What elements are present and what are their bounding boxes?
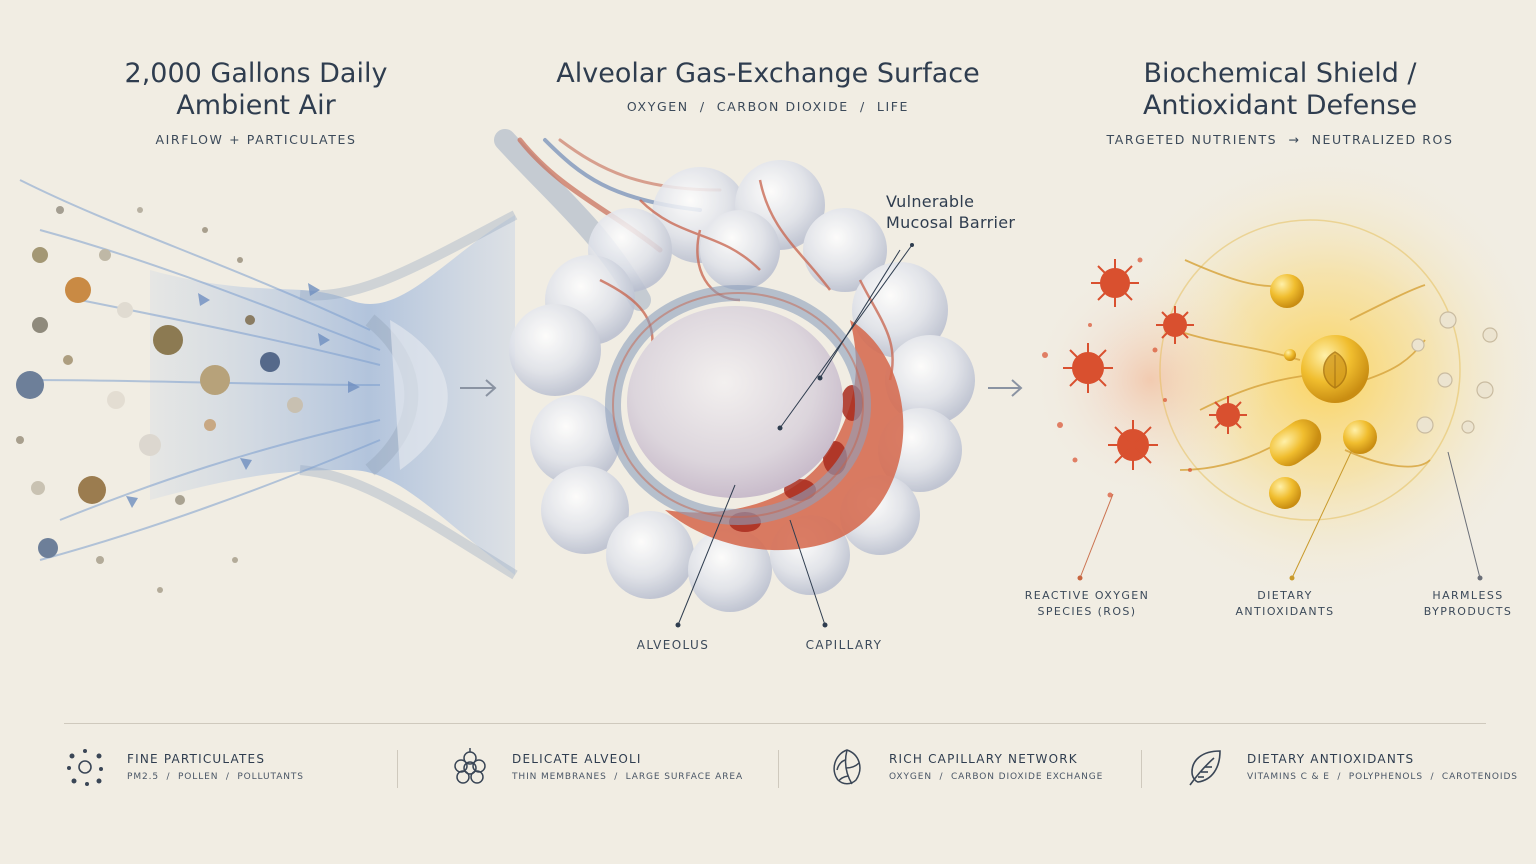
particles-icon xyxy=(67,749,103,786)
airflow-title-line1: 2,000 Gallons Daily xyxy=(124,58,388,89)
leaf-icon xyxy=(1189,750,1221,786)
airflow-panel-art xyxy=(16,179,518,593)
footer-title: RICH CAPILLARY NETWORK xyxy=(889,752,1078,766)
footer-subtitle: PM2.5 / POLLEN / POLLUTANTS xyxy=(127,772,304,782)
callout-ros: REACTIVE OXYGEN SPECIES (ROS) xyxy=(1012,588,1162,620)
particulate-cluster xyxy=(16,206,303,593)
callout-mucosal-barrier: Vulnerable Mucosal Barrier xyxy=(886,191,1056,233)
panel-airflow-subtitle: AIRFLOW + PARTICULATES xyxy=(155,132,357,147)
callout-byproducts-line1: HARMLESS xyxy=(1432,589,1504,602)
antioxidant-leaf-emblem xyxy=(1323,351,1347,389)
footer-title: DELICATE ALVEOLI xyxy=(512,752,642,766)
footer-subtitle: THIN MEMBRANES / LARGE SURFACE AREA xyxy=(512,772,743,782)
harmless-byproducts xyxy=(1411,311,1498,434)
panel-alveolar-title: Alveolar Gas-Exchange Surface xyxy=(556,58,980,89)
callout-barrier-line1: Vulnerable xyxy=(886,192,975,211)
footer-divider xyxy=(64,723,1486,724)
footer-title: DIETARY ANTIOXIDANTS xyxy=(1247,752,1415,766)
alveoli-cluster-icon xyxy=(454,748,486,784)
footer-item-antioxidants: DIETARY ANTIOXIDANTS VITAMINS C & E / PO… xyxy=(1184,744,1517,794)
flow-arrow-1 xyxy=(460,379,497,397)
callout-dietary-antioxidants: DIETARY ANTIOXIDANTS xyxy=(1220,588,1350,620)
footer-item-alveoli: DELICATE ALVEOLI THIN MEMBRANES / LARGE … xyxy=(449,744,769,794)
airflow-title-line2: Ambient Air xyxy=(176,90,336,121)
footer-subtitle: OXYGEN / CARBON DIOXIDE EXCHANGE xyxy=(889,772,1104,782)
footer-subtitle: VITAMINS C & E / POLYPHENOLS / CAROTENOI… xyxy=(1247,772,1518,782)
panel-alveolar-subtitle: OXYGEN / CARBON DIOXIDE / LIFE xyxy=(626,99,910,114)
callout-antioxidants-line2: ANTIOXIDANTS xyxy=(1235,605,1335,618)
callout-harmless-byproducts: HARMLESS BYPRODUCTS xyxy=(1410,588,1526,620)
footer-separator xyxy=(778,750,779,788)
antioxidant-molecules xyxy=(1269,274,1377,509)
callout-antioxidants-line1: DIETARY xyxy=(1257,589,1313,602)
alveolar-panel-art xyxy=(494,129,975,628)
footer-separator xyxy=(397,750,398,788)
shield-title-line1: Biochemical Shield / xyxy=(1143,58,1417,89)
flow-arrow-2 xyxy=(988,379,1023,397)
shield-title-line2: Antioxidant Defense xyxy=(1142,90,1418,121)
shield-panel-art xyxy=(1030,145,1536,605)
callout-capillary: CAPILLARY xyxy=(805,638,883,652)
panel-shield-title: Biochemical Shield / Antioxidant Defense xyxy=(1080,58,1480,122)
callout-ros-line1: REACTIVE OXYGEN xyxy=(1024,589,1150,602)
airway-tube xyxy=(150,215,515,575)
callout-barrier-line2: Mucosal Barrier xyxy=(886,213,1016,232)
ros-particles xyxy=(1063,259,1247,470)
footer-item-capillary: RICH CAPILLARY NETWORK OXYGEN / CARBON D… xyxy=(826,744,1136,794)
panel-shield-subtitle: TARGETED NUTRIENTS → NEUTRALIZED ROS xyxy=(1106,132,1454,147)
callout-byproducts-line2: BYPRODUCTS xyxy=(1423,605,1513,618)
capillary-leaf-icon xyxy=(833,749,861,785)
footer-item-particulates: FINE PARTICULATES PM2.5 / POLLEN / POLLU… xyxy=(64,744,384,794)
footer-title: FINE PARTICULATES xyxy=(127,752,266,766)
capillary-vessel xyxy=(665,320,904,551)
callout-alveolus: ALVEOLUS xyxy=(636,638,710,652)
footer-separator xyxy=(1141,750,1142,788)
callout-ros-line2: SPECIES (ROS) xyxy=(1037,605,1137,618)
panel-airflow-title: 2,000 Gallons Daily Ambient Air xyxy=(66,58,446,122)
